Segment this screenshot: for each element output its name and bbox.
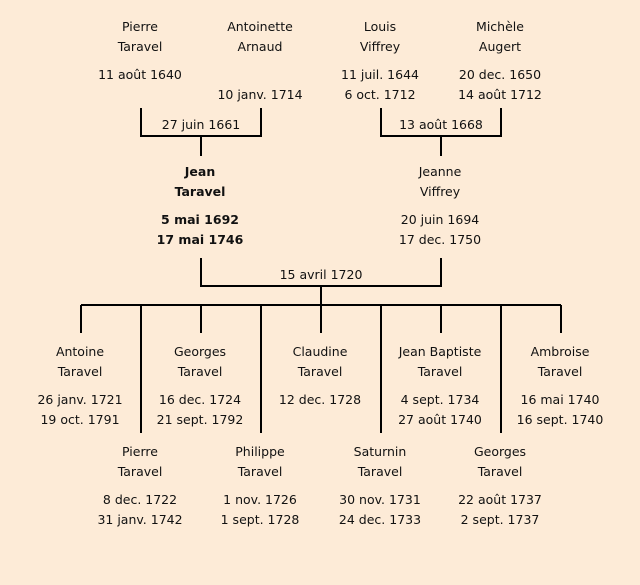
spacer bbox=[380, 202, 500, 210]
spacer bbox=[320, 482, 440, 490]
birth-date bbox=[200, 65, 320, 85]
marriage-date-viffrey-augert: 13 août 1668 bbox=[399, 117, 483, 132]
first-name: Claudine bbox=[292, 344, 348, 359]
last-name: Taravel bbox=[297, 364, 343, 379]
first-name: Antoine bbox=[55, 344, 105, 359]
last-name: Taravel bbox=[177, 364, 223, 379]
last-name: Augert bbox=[478, 39, 522, 54]
birth-date: 20 juin 1694 bbox=[400, 212, 480, 227]
last-name: Taravel bbox=[357, 464, 403, 479]
last-name: Taravel bbox=[237, 464, 283, 479]
birth-date: 20 dec. 1650 bbox=[458, 67, 542, 82]
connector-viffrey-augert bbox=[380, 108, 502, 156]
death-date: 6 oct. 1712 bbox=[344, 87, 416, 102]
last-name: Taravel bbox=[537, 364, 583, 379]
last-name: Taravel bbox=[57, 364, 103, 379]
marriage-date-taravel-arnaud: 27 juin 1661 bbox=[161, 117, 241, 132]
death-date: 2 sept. 1737 bbox=[460, 512, 540, 527]
spacer bbox=[440, 57, 560, 65]
connector-children-drops bbox=[80, 305, 562, 433]
death-date bbox=[80, 85, 200, 105]
first-name: Georges bbox=[473, 444, 527, 459]
last-name: Taravel bbox=[174, 184, 226, 199]
spacer bbox=[80, 482, 200, 490]
connector-jean-jeanne bbox=[200, 258, 442, 305]
last-name: Arnaud bbox=[237, 39, 283, 54]
first-name: Jeanne bbox=[418, 164, 462, 179]
spacer bbox=[80, 57, 200, 65]
death-date bbox=[260, 410, 380, 430]
spacer bbox=[440, 482, 560, 490]
death-date: 19 oct. 1791 bbox=[40, 412, 120, 427]
death-date: 17 dec. 1750 bbox=[398, 232, 482, 247]
death-date: 14 août 1712 bbox=[458, 87, 542, 102]
death-date: 1 sept. 1728 bbox=[220, 512, 300, 527]
first-name: Philippe bbox=[235, 444, 285, 459]
spacer bbox=[260, 382, 380, 390]
first-name: Ambroise bbox=[530, 344, 590, 359]
spacer bbox=[380, 382, 500, 390]
birth-date: 26 janv. 1721 bbox=[37, 392, 123, 407]
death-date: 10 janv. 1714 bbox=[217, 87, 303, 102]
first-name: Michèle bbox=[476, 19, 524, 34]
spacer bbox=[320, 57, 440, 65]
last-name: Taravel bbox=[477, 464, 523, 479]
birth-date: 30 nov. 1731 bbox=[339, 492, 421, 507]
first-name: Louis bbox=[363, 19, 397, 34]
last-name: Taravel bbox=[117, 464, 163, 479]
spacer bbox=[500, 382, 620, 390]
birth-date: 8 dec. 1722 bbox=[102, 492, 178, 507]
spacer bbox=[140, 202, 260, 210]
birth-date: 11 juil. 1644 bbox=[341, 67, 419, 82]
marriage-date-jean-jeanne: 15 avril 1720 bbox=[279, 267, 363, 282]
spacer bbox=[200, 482, 320, 490]
birth-date: 5 mai 1692 bbox=[161, 212, 239, 227]
first-name: Antoinette bbox=[227, 19, 293, 34]
spacer bbox=[200, 57, 320, 65]
death-date: 21 sept. 1792 bbox=[156, 412, 244, 427]
death-date: 16 sept. 1740 bbox=[516, 412, 604, 427]
last-name: Viffrey bbox=[359, 39, 401, 54]
death-date: 17 mai 1746 bbox=[156, 232, 244, 247]
birth-date: 12 dec. 1728 bbox=[278, 392, 362, 407]
birth-date: 4 sept. 1734 bbox=[400, 392, 480, 407]
first-name: Jean bbox=[184, 164, 216, 179]
first-name: Georges bbox=[173, 344, 227, 359]
death-date: 27 août 1740 bbox=[398, 412, 482, 427]
death-date: 24 dec. 1733 bbox=[338, 512, 422, 527]
connector-taravel-arnaud bbox=[140, 108, 262, 156]
birth-date: 16 dec. 1724 bbox=[158, 392, 242, 407]
first-name: Jean Baptiste bbox=[398, 344, 482, 359]
birth-date: 16 mai 1740 bbox=[520, 392, 600, 407]
first-name: Pierre bbox=[122, 19, 158, 34]
birth-date: 11 août 1640 bbox=[98, 67, 182, 82]
spacer bbox=[20, 382, 140, 390]
last-name: Taravel bbox=[417, 364, 463, 379]
birth-date: 22 août 1737 bbox=[458, 492, 542, 507]
birth-date: 1 nov. 1726 bbox=[223, 492, 297, 507]
last-name: Viffrey bbox=[419, 184, 461, 199]
first-name: Pierre bbox=[122, 444, 158, 459]
spacer bbox=[140, 382, 260, 390]
first-name: Saturnin bbox=[353, 444, 407, 459]
death-date: 31 janv. 1742 bbox=[97, 512, 183, 527]
last-name: Taravel bbox=[117, 39, 163, 54]
